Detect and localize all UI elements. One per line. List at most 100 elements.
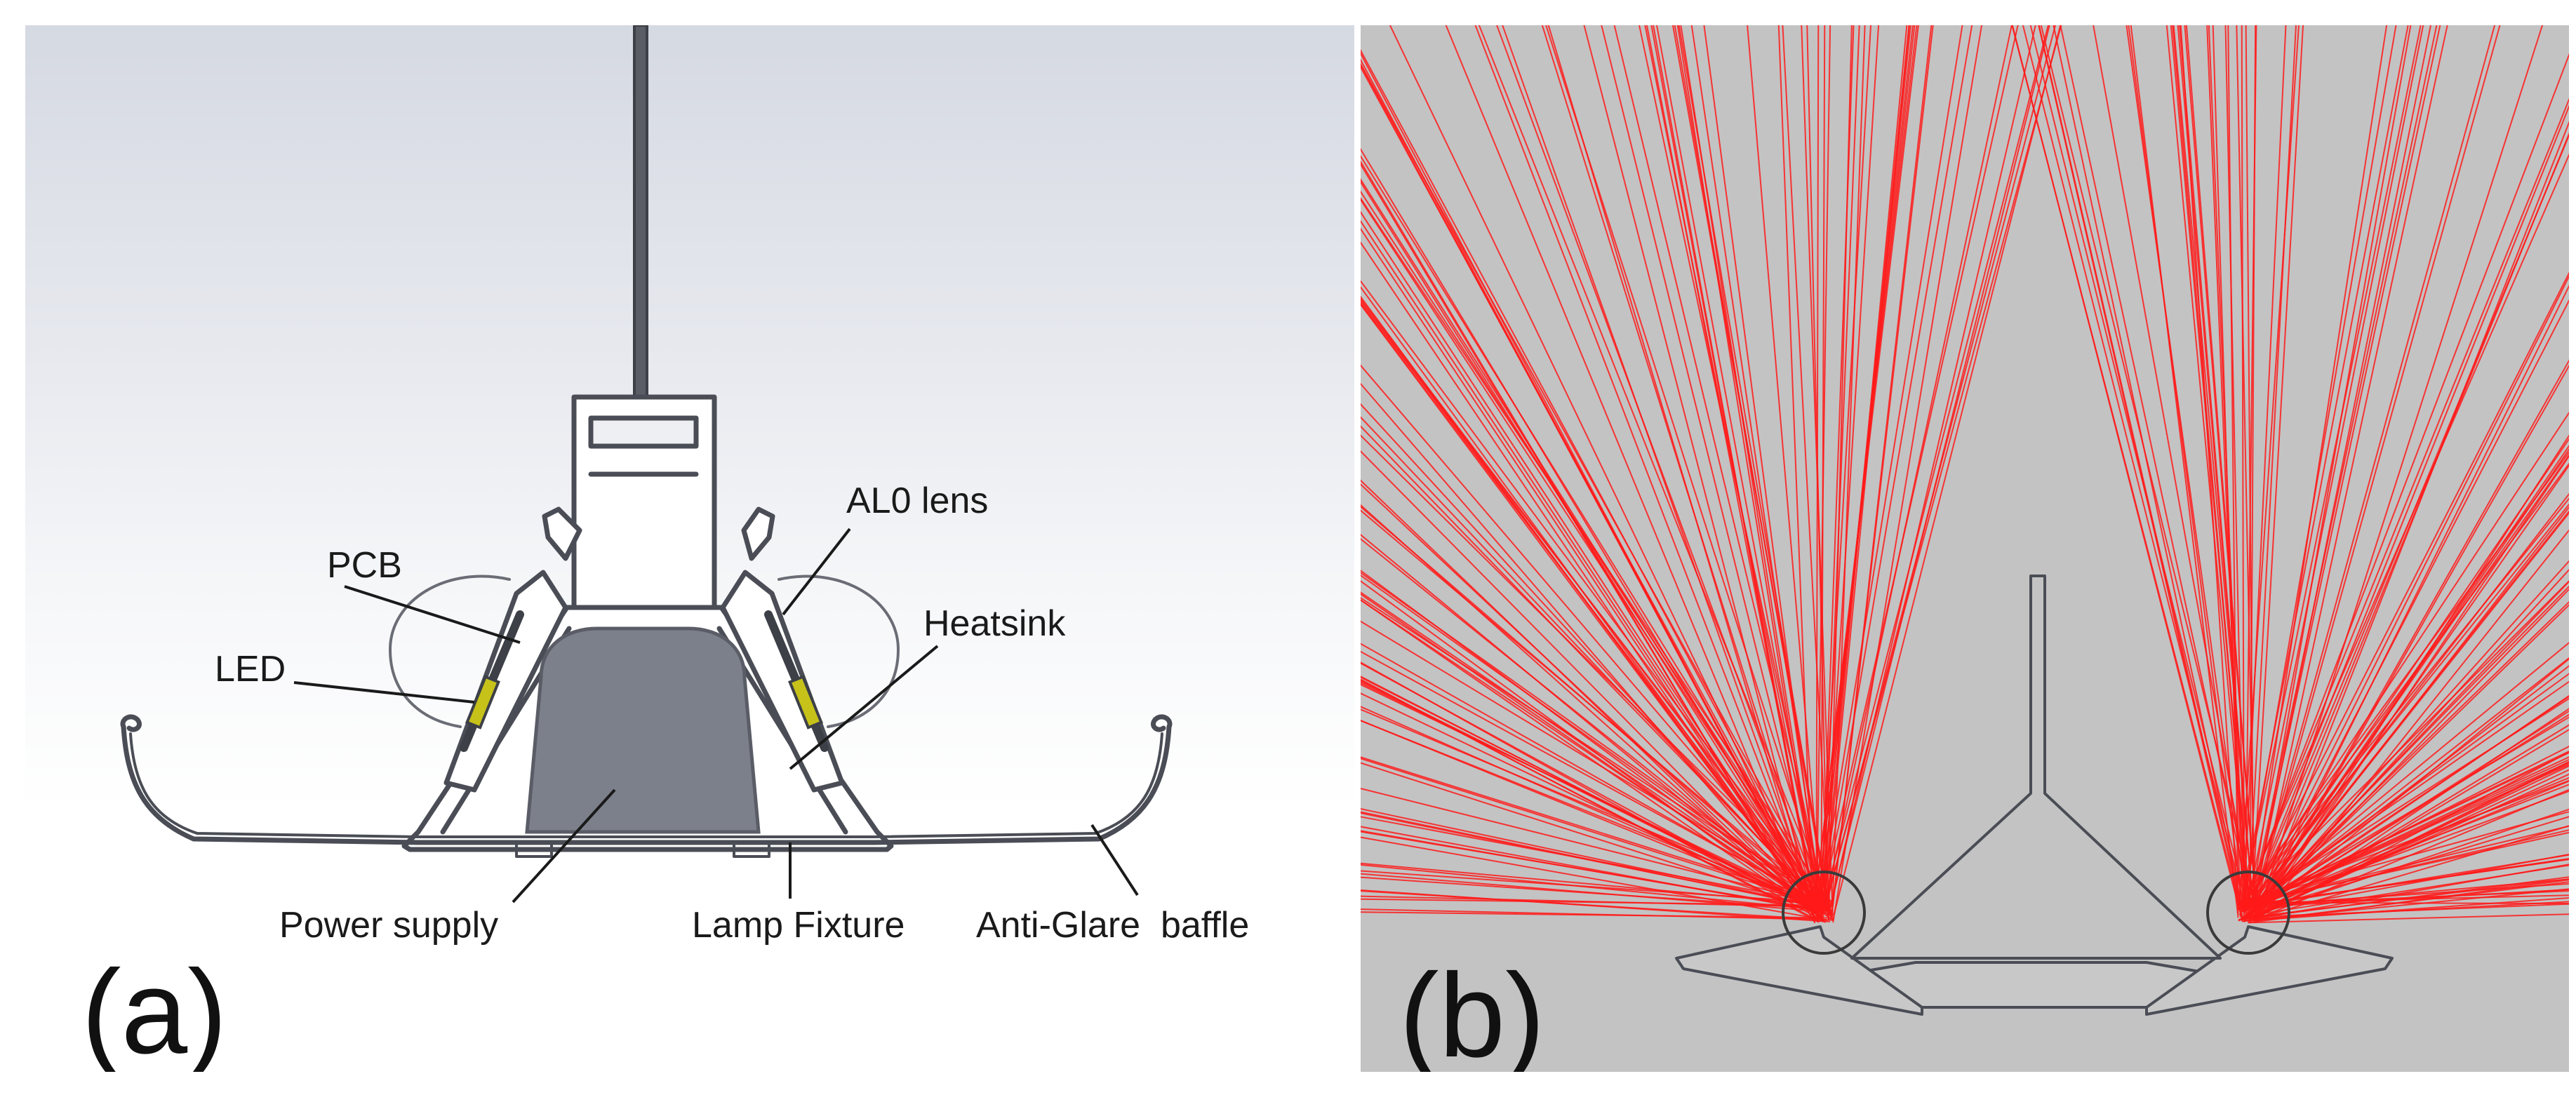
light-ray [2251, 25, 2441, 905]
light-ray [2249, 853, 2569, 914]
light-ray [1639, 25, 1827, 912]
light-ray [2093, 25, 2253, 907]
raytrace-center-body [1850, 575, 2222, 960]
light-ray [2243, 780, 2569, 917]
light-ray [1817, 25, 1963, 913]
light-ray [1822, 25, 1880, 911]
light-ray [1822, 25, 1908, 911]
pcb-leader [344, 585, 521, 644]
light-ray [1478, 25, 1835, 920]
light-ray [2243, 579, 2569, 906]
light-ray [1361, 593, 1834, 922]
light-ray [1361, 870, 1824, 904]
light-ray [2251, 657, 2569, 907]
light-ray [1541, 25, 1820, 913]
light-ray [2245, 133, 2569, 917]
label-al0-lens: AL0 lens [846, 481, 988, 521]
right-led [788, 675, 823, 730]
light-ray [1650, 25, 1817, 909]
light-ray [2252, 25, 2412, 916]
light-ray [1646, 25, 1820, 922]
light-ray [2011, 25, 2243, 922]
light-ray [1782, 25, 1831, 915]
light-ray [2241, 585, 2569, 920]
light-ray [2253, 746, 2569, 908]
light-ray [1361, 679, 1821, 922]
light-ray [2250, 600, 2569, 912]
light-ray [1361, 434, 1834, 903]
light-ray [2130, 25, 2239, 915]
light-ray [1820, 25, 1973, 913]
light-ray [2238, 451, 2569, 906]
label-pcb: PCB [327, 545, 402, 586]
light-ray [2248, 751, 2569, 923]
light-ray [2249, 25, 2257, 914]
light-ray [1361, 836, 1828, 922]
light-ray [2238, 750, 2569, 911]
light-ray [1819, 25, 2019, 910]
light-ray [1361, 650, 1821, 903]
light-ray [2179, 25, 2255, 922]
light-ray [2241, 890, 2569, 906]
light-ray [2240, 25, 2422, 913]
light-ray [1361, 758, 1817, 904]
light-ray [2255, 121, 2569, 918]
light-ray [2239, 901, 2569, 920]
light-ray [2250, 132, 2569, 915]
light-ray [2248, 105, 2569, 908]
panel-a-tag: (a) [81, 946, 227, 1072]
light-ray [1361, 220, 1817, 913]
light-ray [1361, 692, 1815, 911]
light-ray [1825, 25, 2057, 905]
light-ray [2256, 889, 2569, 908]
light-ray [1361, 862, 1826, 906]
light-ray [2255, 274, 2569, 905]
right-fin [741, 506, 775, 561]
light-ray [2245, 903, 2569, 918]
light-ray [2245, 25, 2255, 910]
light-ray [1361, 241, 1817, 920]
light-ray [2252, 680, 2569, 903]
light-ray [1671, 25, 1830, 906]
al0-lens-leader [782, 528, 851, 616]
light-ray [1502, 25, 1815, 904]
light-ray [1361, 504, 1822, 919]
light-ray [2238, 153, 2569, 911]
light-ray [2243, 25, 2287, 913]
right-curl [1151, 714, 1173, 732]
raytrace-left-baffle [1675, 925, 1923, 1016]
light-ray [2243, 878, 2569, 919]
light-ray [1815, 25, 1820, 909]
label-heatsink: Heatsink [923, 603, 1066, 644]
light-ray [1361, 197, 1832, 905]
lamp-cross-section-drawing: PCB LED AL0 lens Heatsink Power supply L… [81, 25, 1249, 1072]
light-ray [2257, 858, 2569, 905]
light-ray [2253, 708, 2569, 922]
light-ray [2128, 25, 2243, 906]
light-ray [1361, 198, 1834, 922]
light-ray [2249, 724, 2569, 920]
light-ray [2253, 729, 2569, 918]
light-ray [1361, 895, 1823, 908]
light-ray [1601, 25, 1822, 909]
light-ray [2242, 642, 2569, 913]
light-ray [1361, 826, 1816, 912]
light-ray [2257, 665, 2569, 905]
light-ray [1820, 25, 1910, 904]
light-ray [2022, 25, 2248, 914]
light-ray [1655, 25, 1824, 913]
light-ray [1822, 25, 1860, 922]
light-ray [1361, 864, 1831, 912]
light-ray [2227, 25, 2239, 918]
light-ray [1690, 25, 1822, 903]
light-ray [1644, 25, 1823, 913]
light-ray [2247, 25, 2297, 911]
light-ray [2255, 568, 2569, 913]
light-ray [2238, 713, 2569, 922]
light-ray [2252, 454, 2569, 908]
light-ray [1361, 812, 1821, 908]
light-ray [2255, 658, 2569, 915]
light-ray [2249, 25, 2432, 923]
suspension-rod [633, 25, 648, 405]
light-ray [1361, 597, 1829, 903]
